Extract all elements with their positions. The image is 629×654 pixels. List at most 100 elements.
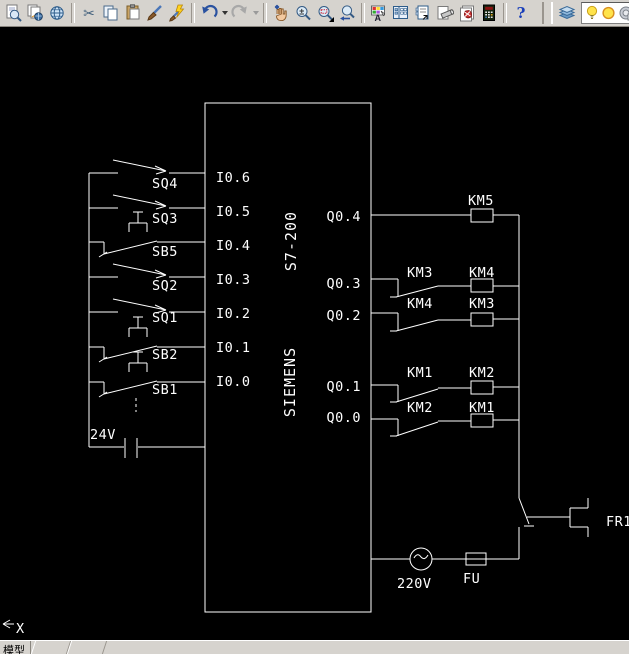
publish-button[interactable] [24, 2, 46, 24]
layer-properties-button[interactable] [556, 2, 578, 24]
undo-button[interactable] [198, 2, 220, 24]
zoom-realtime-button[interactable]: ± [292, 2, 314, 24]
block-editor-button[interactable] [166, 2, 188, 24]
zoom-previous-icon [340, 5, 355, 21]
designcenter-button[interactable] [390, 2, 412, 24]
limit-switch-sq3 [89, 194, 205, 210]
plc-input-label: I0.3 [216, 272, 251, 288]
plc-model-label: S7-200 [282, 211, 300, 271]
match-properties-button[interactable] [144, 2, 166, 24]
plc-output-label: Q0.0 [326, 410, 361, 426]
device-label: SQ4 [152, 176, 178, 192]
publish-icon [27, 4, 43, 21]
plot-preview-button[interactable] [2, 2, 24, 24]
hyperlink-button[interactable] [46, 2, 68, 24]
dc-supply-label: 24V [90, 427, 116, 443]
device-label: SQ1 [152, 310, 178, 326]
properties-button[interactable]: A [368, 2, 390, 24]
pan-hand-icon [274, 4, 287, 22]
input-circuit [88, 159, 205, 458]
plc-input-label: I0.0 [216, 374, 251, 390]
contact-label: KM1 [407, 365, 433, 381]
zoom-realtime-icon: ± [296, 6, 311, 21]
coil-row-km5 [371, 208, 519, 223]
redo-arrow-icon [231, 4, 247, 18]
help-button[interactable]: ? [510, 2, 532, 24]
layer-control-dropdown[interactable] [581, 2, 629, 24]
help-icon: ? [516, 4, 526, 22]
tab-model[interactable]: 模型 [3, 645, 25, 654]
ucs-x-label: X [16, 621, 25, 637]
device-label: SB5 [152, 244, 178, 260]
coil-label: KM3 [469, 296, 495, 312]
plc-input-label: I0.5 [216, 204, 251, 220]
contact-label: KM4 [407, 296, 433, 312]
device-label: SB2 [152, 347, 178, 363]
calculator-icon [483, 4, 495, 21]
contact-coil-row-3 [371, 380, 519, 403]
thermal-relay-label: FR1 [606, 514, 629, 530]
contact-coil-row-1 [371, 278, 519, 298]
device-label: SQ3 [152, 211, 178, 227]
copy-button[interactable] [100, 2, 122, 24]
plc-brand-label: SIEMENS [281, 347, 299, 417]
standard-toolbar: ✂ [0, 0, 629, 27]
ac-source-symbol [371, 547, 433, 571]
toolbar-separator [503, 3, 507, 23]
tab-divider [30, 641, 31, 654]
output-circuit [371, 208, 520, 498]
zoom-previous-button[interactable] [336, 2, 358, 24]
letter-a-glyph: A [375, 13, 382, 22]
flyout-indicator [329, 17, 334, 22]
plc-input-label: I0.2 [216, 306, 251, 322]
toolbar-break [542, 2, 553, 24]
pan-realtime-button[interactable] [270, 2, 292, 24]
drawing-area[interactable]: I0.6 I0.5 I0.4 I0.3 I0.2 I0.1 I0.0 Q0.4 … [0, 28, 629, 640]
undo-arrow-icon [202, 4, 218, 18]
fuse-symbol [432, 552, 519, 566]
plc-output-label: Q0.3 [326, 276, 361, 292]
fuse-label: FU [463, 571, 480, 587]
contact-label: KM2 [407, 400, 433, 416]
layout-tab[interactable] [30, 641, 72, 654]
sheet-set-icon [437, 6, 454, 20]
paste-icon [126, 4, 140, 20]
plc-box [204, 102, 372, 613]
layout-tab[interactable] [66, 641, 108, 654]
schematic-labels: I0.6 I0.5 I0.4 I0.3 I0.2 I0.1 I0.0 Q0.4 … [90, 170, 629, 592]
redo-dropdown[interactable] [251, 2, 260, 24]
cut-button[interactable]: ✂ [78, 2, 100, 24]
plc-output-label: Q0.4 [326, 209, 361, 225]
sun-icon [602, 6, 615, 20]
dc-supply-symbol [89, 438, 205, 458]
tool-palettes-button[interactable] [412, 2, 434, 24]
lock-icon [619, 6, 629, 21]
globe-icon [50, 6, 64, 20]
circuit-schematic: I0.6 I0.5 I0.4 I0.3 I0.2 I0.1 I0.0 Q0.4 … [2, 102, 629, 637]
toolbar-separator [191, 3, 195, 23]
plc-output-label: Q0.1 [326, 379, 361, 395]
pushbutton-sb2 [89, 316, 205, 363]
undo-dropdown[interactable] [220, 2, 229, 24]
tool-palettes-icon [415, 5, 429, 20]
toolbar-separator [361, 3, 365, 23]
sheet-set-manager-button[interactable] [434, 2, 456, 24]
redo-button[interactable] [229, 2, 251, 24]
quickcalc-button[interactable] [478, 2, 500, 24]
pushbutton-sb1 [89, 351, 205, 412]
markup-set-manager-button[interactable] [456, 2, 478, 24]
paste-button[interactable] [122, 2, 144, 24]
plc-input-label: I0.6 [216, 170, 251, 186]
plc-input-label: I0.4 [216, 238, 251, 254]
properties-palette-icon: A [371, 5, 386, 22]
power-circuit [371, 497, 589, 571]
contact-label: KM3 [407, 265, 433, 281]
limit-switch-sq4 [89, 159, 205, 175]
coil-label: KM5 [468, 193, 494, 209]
limit-switch-sq1 [89, 298, 205, 314]
markup-set-icon [460, 5, 474, 22]
zoom-window-button[interactable] [314, 2, 336, 24]
device-label: SB1 [152, 382, 178, 398]
ac-supply-label: 220V [397, 576, 432, 592]
toolbar-separator [71, 3, 75, 23]
